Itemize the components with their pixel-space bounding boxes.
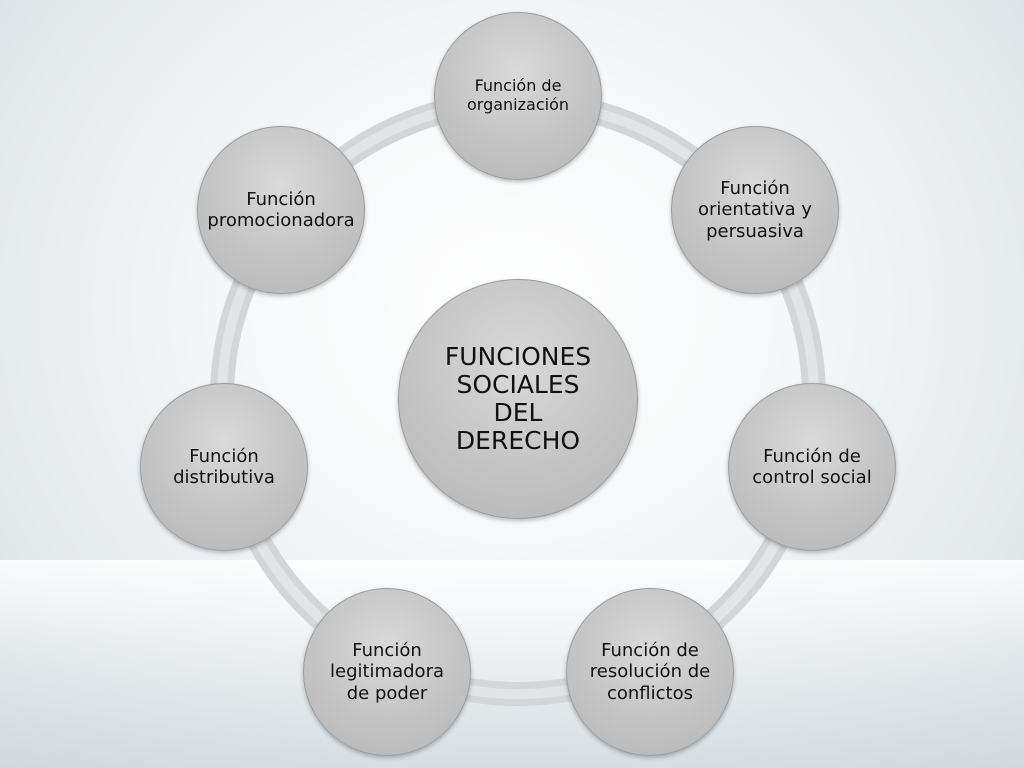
node-label: Función de control social bbox=[752, 445, 872, 488]
node-funcion-resolucion-conflictos: Función de resolución de conflictos bbox=[566, 588, 734, 756]
node-label: Función orientativa y persuasiva bbox=[697, 178, 813, 242]
node-label: Función promocionadora bbox=[207, 188, 355, 231]
center-node: FUNCIONES SOCIALES DEL DERECHO bbox=[398, 279, 638, 519]
node-funcion-orientativa: Función orientativa y persuasiva bbox=[671, 126, 839, 294]
center-label: FUNCIONES SOCIALES DEL DERECHO bbox=[444, 342, 592, 455]
node-funcion-promocionadora: Función promocionadora bbox=[197, 126, 365, 294]
node-label: Función de resolución de conflictos bbox=[589, 640, 711, 704]
node-label: Función de organización bbox=[466, 76, 569, 114]
node-funcion-organizacion: Función de organización bbox=[434, 12, 602, 180]
node-label: Función legitimadora de poder bbox=[330, 640, 444, 704]
node-label: Función distributiva bbox=[173, 445, 275, 488]
node-funcion-legitimadora: Función legitimadora de poder bbox=[303, 588, 471, 756]
node-funcion-control-social: Función de control social bbox=[728, 383, 896, 551]
node-funcion-distributiva: Función distributiva bbox=[140, 383, 308, 551]
background-floor bbox=[0, 560, 1024, 768]
